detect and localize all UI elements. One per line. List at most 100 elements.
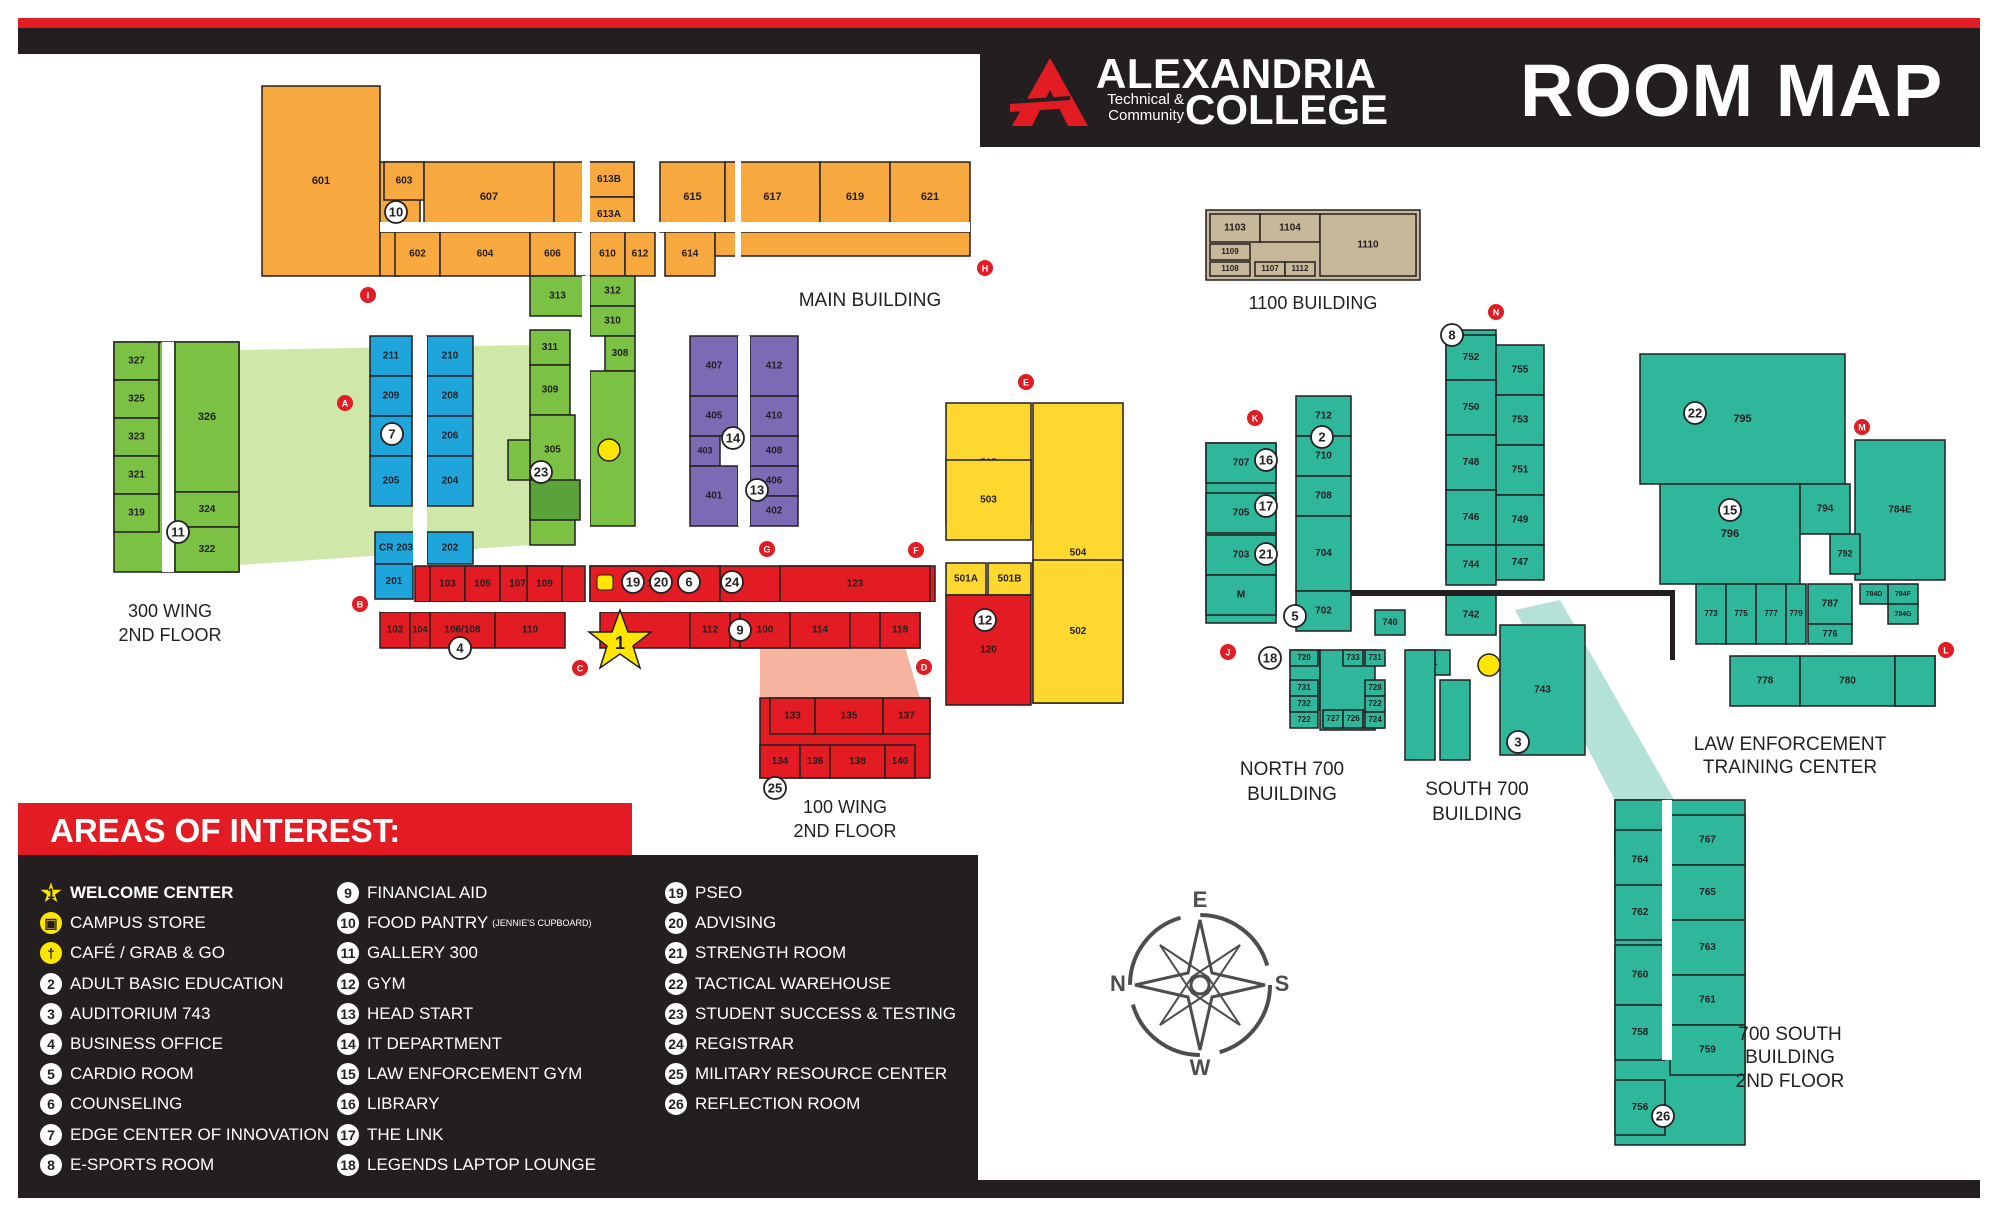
room-label: 403	[697, 445, 712, 455]
room-label: 613B	[597, 174, 621, 185]
room-label: 133	[784, 711, 801, 722]
room-label: 112	[702, 625, 719, 636]
number-badge: 12	[337, 972, 359, 995]
room-label: 1107	[1261, 264, 1279, 273]
room-label: 764	[1632, 855, 1649, 866]
room-label: 751	[1512, 465, 1529, 476]
room-label: CR 203	[379, 543, 413, 554]
legend-label: COUNSELING	[70, 1094, 183, 1114]
poi-marker	[380, 422, 404, 446]
legend-label: BUSINESS OFFICE	[70, 1034, 224, 1054]
entrance-label: B	[357, 599, 364, 609]
room	[113, 493, 160, 533]
entrance-marker	[572, 660, 588, 676]
room	[1669, 1024, 1746, 1076]
page-title: ROOM MAP	[1520, 49, 1944, 132]
number-badge: 25	[665, 1063, 687, 1086]
room	[987, 562, 1032, 596]
room-label: 311	[542, 342, 559, 353]
room	[426, 455, 474, 507]
room	[1205, 574, 1277, 616]
bag-icon: ▣	[40, 912, 62, 935]
compass-e: E	[1193, 887, 1208, 912]
room-label: 750	[1463, 402, 1480, 413]
room	[1887, 603, 1919, 625]
room	[369, 375, 413, 417]
number-badge: 15	[337, 1063, 359, 1086]
room	[1364, 711, 1386, 729]
building-label: LAW ENFORCEMENT	[1694, 734, 1887, 755]
number-badge: 26	[665, 1093, 687, 1116]
room-label: 740	[1382, 617, 1397, 627]
room-label: 405	[706, 411, 723, 422]
corridor	[162, 342, 174, 572]
poi-marker	[720, 570, 744, 594]
room	[889, 161, 971, 233]
room-label: 767	[1699, 835, 1716, 846]
room-label: 211	[383, 351, 400, 362]
logo-sub1: Technical &	[1107, 91, 1184, 108]
poi-number: 17	[1259, 498, 1273, 513]
room	[1374, 609, 1406, 636]
logo-name: ALEXANDRIA	[1096, 50, 1377, 97]
poi-marker	[1718, 498, 1742, 522]
legend-label: CAMPUS STORE	[70, 913, 206, 933]
room-label: 1103	[1224, 223, 1246, 234]
poi-marker	[677, 570, 701, 594]
room	[374, 563, 414, 600]
corridor	[582, 276, 590, 556]
number-badge: 6	[40, 1093, 62, 1116]
entrance-marker	[360, 287, 376, 303]
room-label: 747	[1512, 557, 1529, 568]
poi-marker	[1258, 646, 1282, 670]
room-label: 114	[812, 625, 829, 636]
room	[423, 161, 555, 233]
room	[526, 565, 563, 603]
room	[529, 329, 571, 366]
room-label: 787	[1822, 599, 1839, 610]
logo-college: COLLEGE	[1185, 86, 1389, 133]
room	[1495, 394, 1545, 446]
entrance-marker	[1018, 374, 1034, 390]
room-label: 102	[387, 625, 404, 636]
building-label: SOUTH 700	[1425, 779, 1528, 800]
poi-number: 12	[978, 612, 992, 627]
room	[604, 335, 636, 372]
room-label: 109	[536, 579, 553, 590]
room	[1669, 814, 1746, 866]
building-label: 2ND FLOOR	[793, 821, 896, 841]
logo-subtitle: Technical & Community	[1088, 92, 1184, 124]
room-label: 758	[1632, 1027, 1649, 1038]
entrance-marker	[1247, 410, 1263, 426]
room-label: 704	[1315, 548, 1332, 559]
entrance-label: K	[1252, 413, 1259, 423]
legend-label: WELCOME CENTER	[70, 883, 234, 903]
room-label: 759	[1699, 1045, 1716, 1056]
room-label: 120	[980, 645, 997, 656]
callout-100	[760, 630, 925, 715]
room-label: 722	[1297, 715, 1311, 724]
room	[439, 231, 531, 277]
room	[1829, 533, 1861, 575]
legend-label: IT DEPARTMENT	[367, 1034, 503, 1054]
legend-label: EDGE CENTER OF INNOVATION	[70, 1124, 330, 1144]
room	[1295, 515, 1352, 592]
room-label: 501B	[998, 574, 1022, 585]
entrance-label: H	[982, 263, 989, 273]
corridor	[1351, 590, 1671, 596]
building-label: 1100 BUILDING	[1249, 293, 1378, 313]
room-label: 614	[682, 249, 699, 260]
room-label: 327	[128, 356, 145, 367]
room	[829, 744, 886, 779]
compass-center	[1189, 974, 1211, 996]
poi-marker	[1506, 730, 1530, 754]
areas-title-bar	[18, 803, 632, 855]
